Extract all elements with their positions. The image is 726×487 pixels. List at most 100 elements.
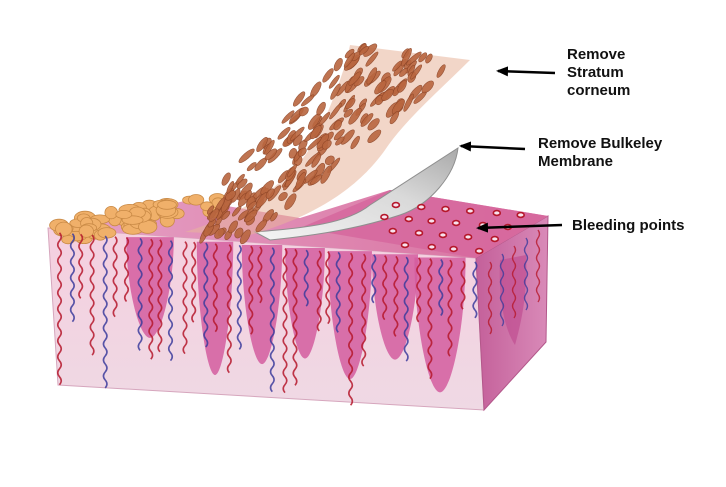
blood-vessel [78,233,84,299]
corneocyte-flake [247,201,257,211]
corneocyte-flake [256,137,268,152]
label-line: Stratum [567,64,624,81]
label-line: Remove [567,46,626,63]
corneocyte-flake [391,99,405,115]
bleeding-point [414,229,424,237]
label-line: Remove Bulkeley [538,135,663,152]
corneocyte-flake [221,210,231,220]
blood-vessel [226,244,232,374]
bleeding-point [416,203,426,211]
corneocyte-flake [246,162,257,172]
blood-vessel [438,258,444,317]
blood-vessel [472,261,478,319]
bleeding-point [400,241,410,249]
blood-vessel [167,240,174,362]
corneocyte-flake [397,80,407,93]
corneocyte-flake [290,126,305,141]
corneocyte-flake [403,93,414,112]
stratum-corneum-flakes [185,42,470,245]
blood-vessel [257,246,263,304]
corneocyte-flake [348,71,362,86]
corneocyte-flake [320,165,332,184]
blood-vessel [236,244,242,350]
blood-vessel [292,248,298,386]
blood-vessel [148,238,154,360]
corneocyte-flake [333,129,345,141]
corneocyte-flake [343,108,354,118]
dermal-papilla [499,255,527,345]
corneocyte-flake [234,227,244,239]
corneocyte-flake [316,101,326,116]
corneocyte-flake [360,113,374,127]
blood-vessel [416,257,422,323]
fat-cell [78,224,94,238]
blood-vessel [523,237,529,311]
corneocyte-flake [329,103,342,120]
corneocyte-flake [310,174,323,186]
blood-vessel [447,259,453,357]
corneocyte-flake [310,125,322,140]
corneocyte-flake [311,153,322,168]
corneocyte-flake [350,135,360,150]
corneocyte-flake [365,51,379,67]
corneocyte-flake [264,139,275,155]
blood-vessel [511,245,517,319]
corneocyte-flake [244,190,252,201]
bulkeley-membrane [253,147,459,241]
fat-cell [188,194,205,206]
corneocyte-flake [307,136,322,151]
corneocyte-flake [277,127,291,140]
blood-vessel [191,241,197,323]
corneocyte-flake [340,129,355,145]
blood-vessel [89,234,95,356]
corneocyte-flake [366,67,378,85]
corneocyte-flake [321,139,332,150]
corneocyte-flake [292,91,306,107]
corneocyte-flake [244,209,258,223]
corneocyte-flake [367,118,380,131]
corneocyte-flake [297,147,307,157]
arrow-stratum-corneum [496,66,556,77]
bleeding-point [490,235,500,243]
corneocyte-flake [436,64,446,78]
blood-vessel [325,251,331,325]
bleeding-point [463,233,473,241]
blood-vessel [282,248,288,394]
blood-vessel [335,251,341,333]
bleeding-point [380,213,389,221]
corneocyte-flake [333,58,343,72]
corneocyte-flake [333,119,342,131]
corneocyte-flake [226,180,235,194]
blood-vessel [535,229,541,303]
blood-vessel [382,255,388,321]
corneocyte-flake [235,173,245,185]
corneocyte-flake [418,52,428,63]
dermal-papilla [241,244,283,365]
blood-vessel [303,249,309,307]
blood-vessel [460,260,466,310]
bleeding-point [492,209,502,217]
bleeding-point [427,217,436,225]
corneocyte-flake [406,51,422,66]
fat-cell [115,209,133,219]
fat-cell [157,199,177,210]
blood-vessel [499,253,505,327]
label-bleeding-points: Bleeding points [572,217,685,234]
label-line: corneum [567,82,631,99]
corneocyte-flake [208,208,220,222]
blood-vessel [371,254,377,304]
corneocyte-flake [237,210,249,221]
blood-vessel [248,245,254,335]
blood-vessel [269,247,275,393]
corneocyte-flake [421,80,434,94]
fat-cell [104,206,118,220]
corneocyte-flake [206,205,215,215]
fat-cell [55,221,73,237]
blood-vessel [348,252,354,406]
blood-vessel [157,239,163,353]
corneocyte-flake [324,155,335,166]
bleeding-point [465,207,475,215]
corneocyte-flake [330,83,341,100]
corneocyte-flake [238,148,255,163]
